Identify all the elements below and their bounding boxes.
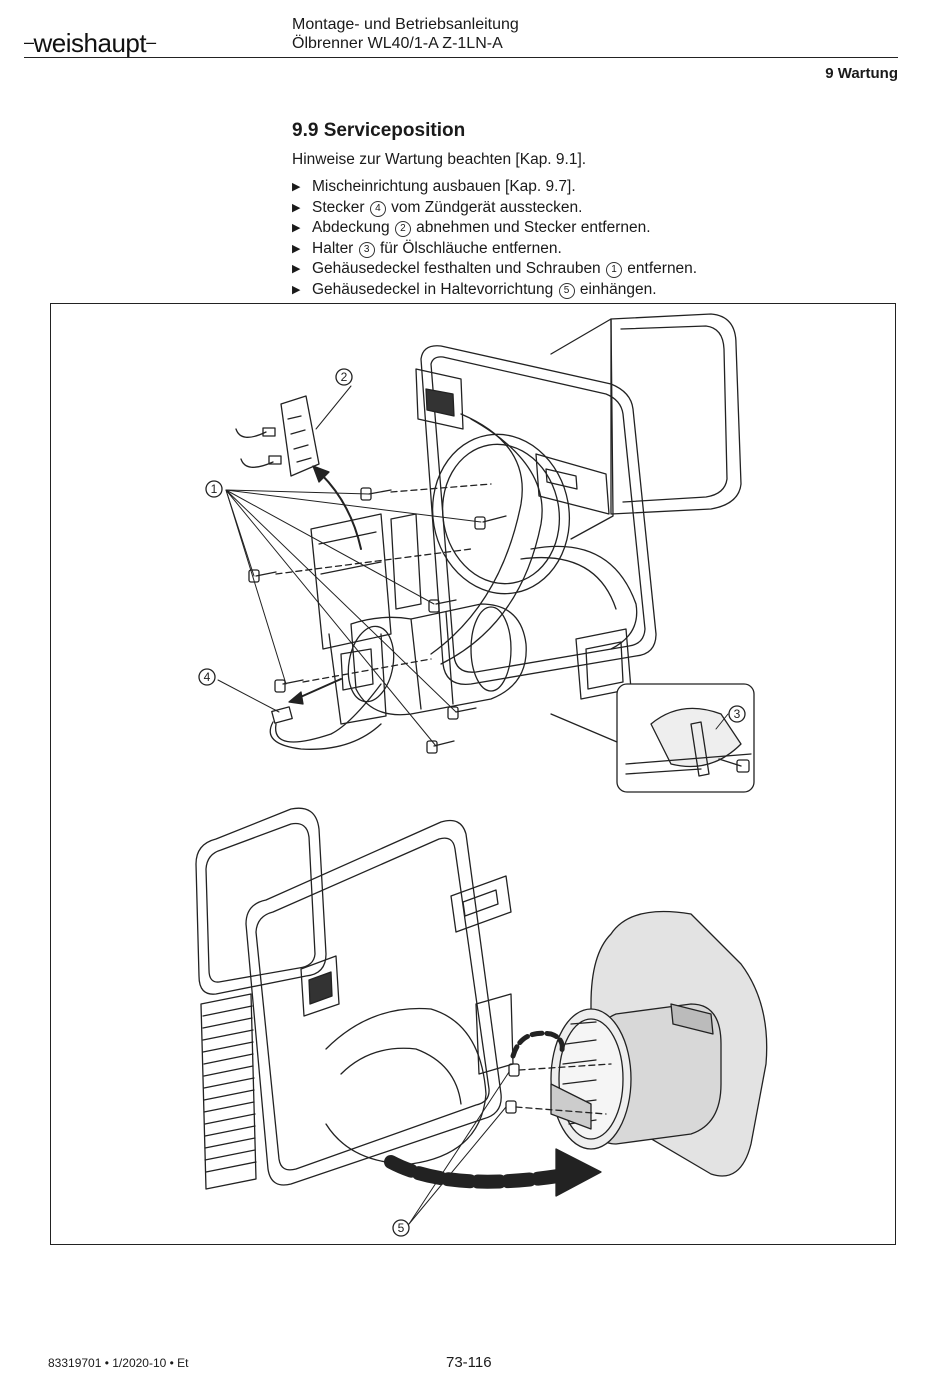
bullet-triangle-icon: ▶ [292, 283, 301, 296]
step-item: ▶Gehäusedeckel festhalten und Schrauben … [292, 259, 697, 280]
callout-3: 3 [728, 705, 746, 723]
leader-lines-top [217, 385, 729, 747]
screw-icon [447, 706, 477, 720]
screw-icon [474, 515, 507, 530]
step-item: ▶Mischeinrichtung ausbauen [Kap. 9.7]. [292, 177, 697, 198]
callout-1: 1 [205, 480, 223, 498]
hanger-point-5 [505, 1063, 520, 1114]
callout-ref: 5 [558, 282, 575, 299]
burner-housing-top-illustration [235, 313, 755, 793]
bullet-triangle-icon: ▶ [292, 263, 301, 275]
document-title: Montage- und Betriebsanleitung Ölbrenner… [292, 15, 519, 53]
brand-logo: –weishaupt– [24, 28, 156, 58]
chapter-label: 9 Wartung [825, 65, 898, 82]
section-intro: Hinweise zur Wartung beachten [Kap. 9.1]… [292, 151, 587, 168]
step-list: ▶Mischeinrichtung ausbauen [Kap. 9.7]. ▶… [292, 177, 697, 300]
section-title: 9.9 Serviceposition [292, 120, 466, 141]
callout-4: 4 [198, 668, 216, 686]
bullet-triangle-icon: ▶ [292, 222, 301, 234]
screw-icon [428, 599, 457, 613]
callout-ref: 4 [369, 200, 386, 217]
page-number: 73-116 [446, 1354, 492, 1371]
svg-text:5: 5 [398, 1221, 405, 1235]
step-item: ▶Stecker 4 vom Zündgerät ausstecken. [292, 198, 697, 219]
leader-lines-bottom [408, 1071, 510, 1225]
service-position-figure: 2 1 4 3 5 [50, 303, 896, 1245]
callout-5: 5 [392, 1219, 410, 1237]
step-item: ▶Abdeckung 2 abnehmen und Stecker entfer… [292, 218, 697, 239]
bullet-triangle-icon: ▶ [292, 201, 301, 214]
cover-part-2 [235, 395, 320, 477]
document-title-line2: Ölbrenner WL40/1-A Z-1LN-A [292, 35, 503, 52]
bullet-triangle-icon: ▶ [292, 181, 301, 193]
fan-cover-part [550, 910, 768, 1177]
svg-text:2: 2 [341, 370, 348, 384]
burner-housing-bottom-illustration [195, 807, 768, 1197]
svg-text:3: 3 [734, 707, 741, 721]
document-reference: 83319701 • 1/2020-10 • Et [48, 1356, 189, 1370]
svg-text:1: 1 [211, 482, 218, 496]
callout-ref: 1 [606, 262, 622, 278]
screw-icon [426, 740, 455, 754]
screw-icon [274, 679, 304, 693]
detail-inset-3 [616, 683, 755, 793]
callout-ref: 2 [394, 221, 411, 237]
callout-ref: 3 [358, 241, 375, 258]
header-divider [24, 57, 898, 58]
document-title-line1: Montage- und Betriebsanleitung [292, 16, 519, 33]
connector-4 [269, 706, 382, 750]
step-item: ▶Halter 3 für Ölschläuche entfernen. [292, 239, 697, 260]
callout-labels: 2 1 4 3 5 [198, 368, 746, 1237]
bullet-triangle-icon: ▶ [292, 242, 301, 255]
svg-text:4: 4 [204, 670, 211, 684]
callout-2: 2 [335, 368, 353, 386]
step-item: ▶Gehäusedeckel in Haltevorrichtung 5 ein… [292, 280, 697, 301]
